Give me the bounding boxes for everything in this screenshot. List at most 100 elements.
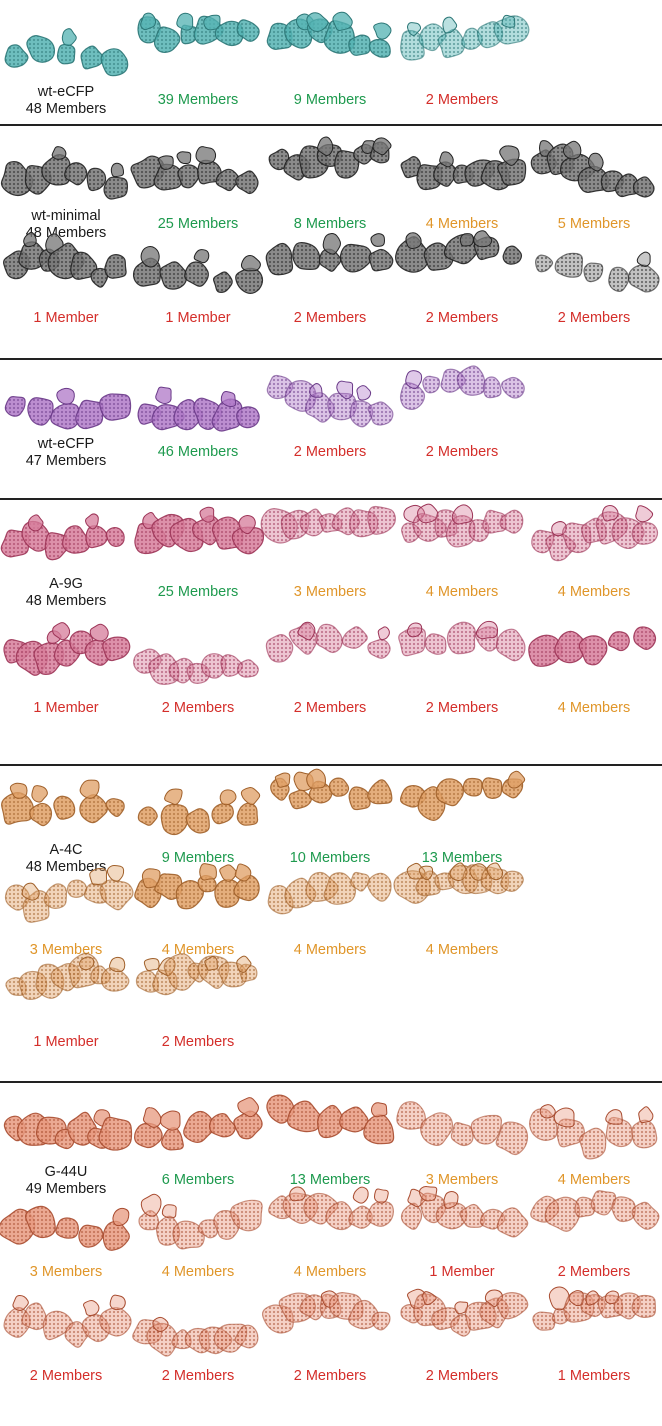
structure-arm [86,514,99,529]
structure-lobe [162,1128,184,1150]
structure-lobe [329,778,348,796]
cluster-label: 1 Member [396,1264,528,1281]
cluster-cell: 25 Members [132,506,264,606]
cluster-label: 2 Members [396,310,528,327]
cluster-label: 2 Members [264,444,396,461]
cluster-structure-image [132,14,264,80]
cluster-cell: 2 Members [528,1186,660,1286]
cluster-structure-image [396,232,528,298]
member-count: 25 Members [132,216,264,233]
structure-arm [83,1301,98,1316]
cluster-cell: 2 Members [396,14,528,114]
structure-arm [113,1208,129,1225]
member-count: 2 Members [264,310,396,327]
variant-name: A-9G [0,576,132,593]
member-count: 1 Member [0,700,132,717]
cluster-cell: 2 Members [396,622,528,722]
member-count: 9 Members [264,92,396,109]
cluster-cell: 9 Members [264,14,396,114]
cluster-label: 1 Members [528,1368,660,1385]
structure-arm [177,152,191,164]
cluster-cell: 1 Member [0,622,132,722]
cluster-cell: 2 Members [0,1290,132,1390]
cluster-label: 4 Members [132,1264,264,1281]
reference-cluster: wt-eCFP47 Members [0,366,132,466]
cluster-cell: 1 Members [528,1290,660,1390]
member-count: 2 Members [264,700,396,717]
structure-arm [220,790,236,805]
structure-arm [200,864,217,880]
member-count: 3 Members [0,1264,132,1281]
cluster-structure-image [264,138,396,204]
structure-arm [111,163,123,176]
cluster-structure-image [264,506,396,572]
member-count: 2 Members [132,700,264,717]
cluster-structure-image [264,1290,396,1356]
cluster-label: 2 Members [132,1034,264,1051]
cluster-cell: 6 Members [132,1094,264,1194]
section-divider [0,1081,662,1083]
structure-arm [141,1194,161,1216]
cluster-label: 4 Members [264,1264,396,1281]
cluster-structure-image [528,622,660,688]
structure-arm [153,1317,168,1331]
cluster-structure-image [264,1094,396,1160]
structure-lobe [342,627,367,648]
cluster-cell: 1 Member [132,232,264,332]
structure-lobe [27,36,55,63]
cluster-cell: 2 Members [132,1290,264,1390]
cluster-structure-image [0,14,132,80]
cluster-label: 25 Members [132,216,264,233]
cluster-cell: 4 Members [528,506,660,606]
structure-lobe [341,244,372,271]
cluster-label: wt-eCFP47 Members [0,436,132,470]
cluster-structure-image [132,956,264,1022]
cluster-cell: 3 Members [264,506,396,606]
structure-arm [141,13,156,29]
member-count: 2 Members [396,700,528,717]
structure-arm [107,865,123,881]
cluster-structure-image [264,864,396,930]
structure-arm [24,232,37,246]
cluster-cell: 4 Members [132,864,264,964]
reference-cluster: A-4C48 Members [0,772,132,872]
member-count: 3 Members [264,584,396,601]
cluster-label: 2 Members [396,1368,528,1385]
cluster-cell: 13 Members [396,772,528,872]
cluster-cell: 2 Members [264,366,396,466]
cluster-label: 1 Member [0,310,132,327]
cluster-structure-image [264,14,396,80]
structure-lobe [536,255,553,272]
member-count: 2 Members [396,310,528,327]
cluster-cell: 5 Members [528,138,660,238]
cluster-structure-image [0,1094,132,1160]
structure-lobe [266,244,292,275]
structure-arm [419,1186,436,1200]
structure-arm [375,1189,389,1203]
structure-lobe [28,398,53,425]
cluster-structure-image [0,864,132,930]
cluster-structure-image [396,772,528,838]
structure-lobe [106,799,124,817]
cluster-cell: 13 Members [264,1094,396,1194]
reference-cluster: wt-minimal48 Members [0,138,132,238]
structure-arm [371,1103,386,1117]
structure-lobe [316,624,342,652]
structure-arm [80,780,99,798]
structure-arm [563,141,580,159]
cluster-cell: 46 Members [132,366,264,466]
structure-arm [241,788,259,805]
cluster-structure-image [396,366,528,432]
member-count: 1 Member [0,310,132,327]
cluster-label: 39 Members [132,92,264,109]
cluster-cell: 2 Members [528,232,660,332]
member-count: 1 Member [396,1264,528,1281]
cluster-label: 4 Members [396,584,528,601]
cluster-label: 9 Members [264,92,396,109]
cluster-cell: 39 Members [132,14,264,114]
cluster-cell: 2 Members [132,956,264,1056]
section-divider [0,358,662,360]
cluster-label: 2 Members [396,92,528,109]
cluster-label: 2 Members [528,310,660,327]
structure-arm [333,12,352,30]
